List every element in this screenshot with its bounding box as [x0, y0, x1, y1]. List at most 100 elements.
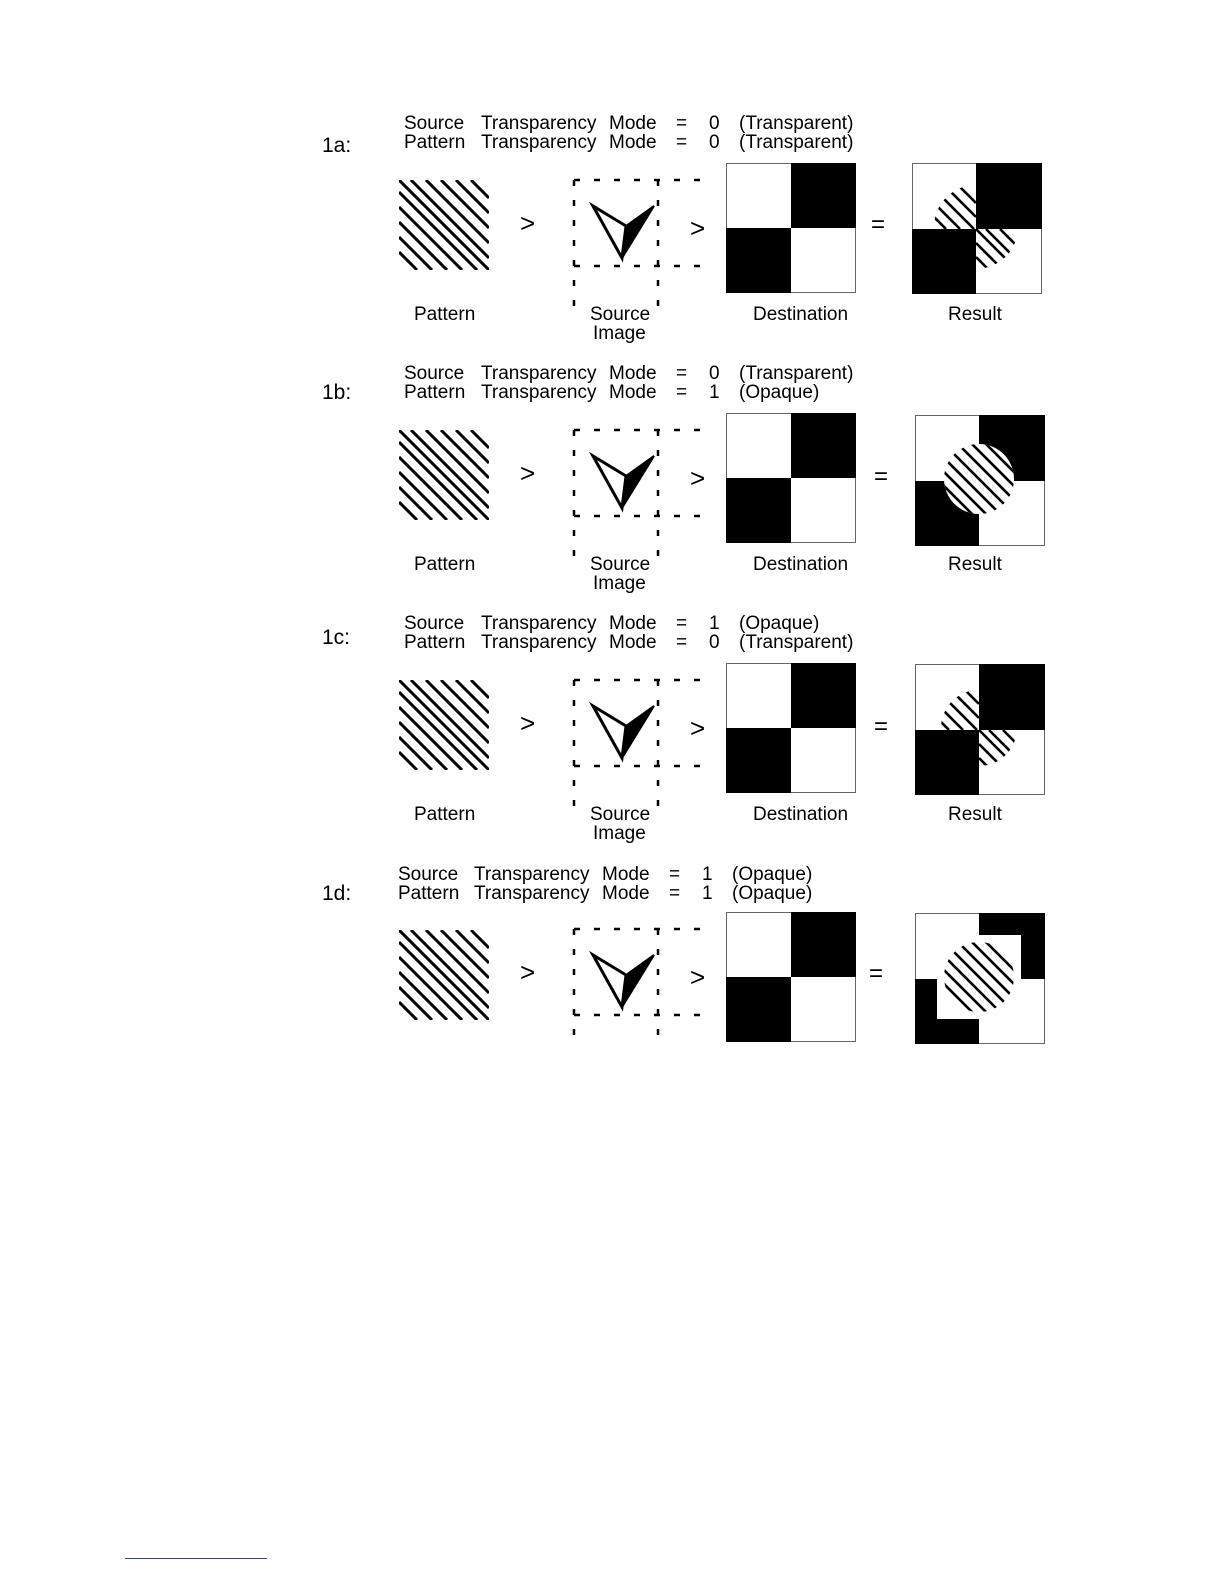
result-image: [915, 664, 1045, 795]
operator-greater-than: >: [690, 463, 706, 493]
operator-greater-than: >: [690, 962, 706, 992]
source-image: [572, 927, 700, 1037]
pattern-line-word-3: Mode: [609, 132, 657, 153]
source-line-word-1: Source: [398, 864, 459, 885]
operator-equals: =: [874, 713, 889, 740]
pattern-line-word-2: Transparency: [481, 632, 597, 653]
result-image: [912, 163, 1042, 294]
pattern-line-value: 1: [709, 382, 720, 403]
source-line-value: 1: [702, 864, 713, 885]
caption-result: Result: [948, 804, 1002, 825]
source-line-meaning: (Opaque): [732, 864, 813, 885]
pattern-line-value: 1: [702, 883, 713, 904]
destination-image: [726, 163, 856, 293]
source-line-meaning: (Transparent): [739, 363, 854, 384]
caption-image: Image: [593, 573, 646, 594]
caption-source: Source: [590, 304, 651, 325]
caption-result: Result: [948, 304, 1002, 325]
source-line-equals: =: [676, 363, 688, 384]
source-line-word-3: Mode: [609, 113, 657, 134]
pattern-swatch: [399, 930, 489, 1020]
operator-greater-than: >: [520, 208, 536, 238]
pattern-line-equals: =: [669, 883, 681, 904]
caption-destination: Destination: [753, 804, 849, 825]
operator-equals: =: [874, 463, 889, 490]
pattern-swatch: [399, 430, 489, 520]
operator-equals: =: [869, 960, 884, 987]
source-line-value: 0: [709, 363, 720, 384]
operator-greater-than: >: [520, 708, 536, 738]
caption-result: Result: [948, 554, 1002, 575]
caption-pattern: Pattern: [414, 554, 476, 575]
pattern-swatch: [399, 680, 489, 770]
figure-label: 1c:: [322, 626, 351, 649]
source-line-equals: =: [676, 613, 688, 634]
pattern-line-value: 0: [709, 632, 720, 653]
figure-1d: 1d: Source Transparency Mode = 1 (Opaque…: [0, 750, 1224, 1044]
footnote-separator: [125, 1558, 267, 1559]
pattern-line-value: 0: [709, 132, 720, 153]
source-line-equals: =: [669, 864, 681, 885]
source-line-equals: =: [676, 113, 688, 134]
pattern-line-word-3: Mode: [609, 632, 657, 653]
pattern-line-word-2: Transparency: [474, 883, 590, 904]
figure-label: 1b:: [322, 381, 352, 404]
result-image: [915, 415, 1045, 546]
pattern-line-word-2: Transparency: [481, 382, 597, 403]
source-image: [572, 428, 700, 560]
source-line-meaning: (Transparent): [739, 113, 854, 134]
source-line-value: 0: [709, 113, 720, 134]
result-image: [915, 913, 1045, 1044]
pattern-line-word-3: Mode: [602, 883, 650, 904]
caption-pattern: Pattern: [414, 304, 476, 325]
operator-greater-than: >: [520, 957, 536, 987]
figure-1c: 1c: Source Transparency Mode = 1 (Opaque…: [0, 500, 1224, 843]
pattern-line-meaning: (Transparent): [739, 132, 854, 153]
pattern-line-meaning: (Transparent): [739, 632, 854, 653]
source-line-word-3: Mode: [609, 613, 657, 634]
source-line-word-1: Source: [404, 613, 465, 634]
source-line-word-3: Mode: [609, 363, 657, 384]
figure-label: 1d:: [322, 882, 352, 905]
pattern-line-word-2: Transparency: [481, 132, 597, 153]
pattern-line-meaning: (Opaque): [732, 883, 813, 904]
caption-destination: Destination: [753, 304, 849, 325]
source-line-word-2: Transparency: [481, 613, 597, 634]
destination-image: [726, 663, 856, 793]
destination-image: [726, 912, 856, 1042]
source-line-meaning: (Opaque): [739, 613, 820, 634]
pattern-swatch: [399, 180, 489, 270]
pattern-line-word-1: Pattern: [404, 132, 466, 153]
source-image: [572, 178, 700, 310]
figure-1b: 1b: Source Transparency Mode = 0 (Transp…: [0, 250, 1224, 593]
caption-image: Image: [593, 323, 646, 344]
caption-source: Source: [590, 554, 651, 575]
pattern-line-equals: =: [676, 132, 688, 153]
pattern-line-equals: =: [676, 382, 688, 403]
pattern-line-word-3: Mode: [609, 382, 657, 403]
pattern-line-equals: =: [676, 632, 688, 653]
destination-image: [726, 413, 856, 543]
figure-1a: 1a: Source Transparency Mode = 0 (Transp…: [0, 0, 1224, 343]
operator-greater-than: >: [690, 213, 706, 243]
caption-destination: Destination: [753, 554, 849, 575]
source-line-word-1: Source: [404, 113, 465, 134]
pattern-line-word-1: Pattern: [398, 883, 460, 904]
source-line-word-2: Transparency: [474, 864, 590, 885]
source-line-value: 1: [709, 613, 720, 634]
pattern-line-meaning: (Opaque): [739, 382, 820, 403]
caption-image: Image: [593, 823, 646, 844]
operator-greater-than: >: [520, 458, 536, 488]
operator-greater-than: >: [690, 713, 706, 743]
source-line-word-2: Transparency: [481, 363, 597, 384]
pattern-line-word-1: Pattern: [404, 632, 466, 653]
caption-pattern: Pattern: [414, 804, 476, 825]
source-line-word-3: Mode: [602, 864, 650, 885]
source-line-word-1: Source: [404, 363, 465, 384]
pattern-line-word-1: Pattern: [404, 382, 466, 403]
source-image: [572, 678, 700, 810]
caption-source: Source: [590, 804, 651, 825]
figure-label: 1a:: [322, 134, 352, 157]
operator-equals: =: [871, 211, 886, 238]
source-line-word-2: Transparency: [481, 113, 597, 134]
